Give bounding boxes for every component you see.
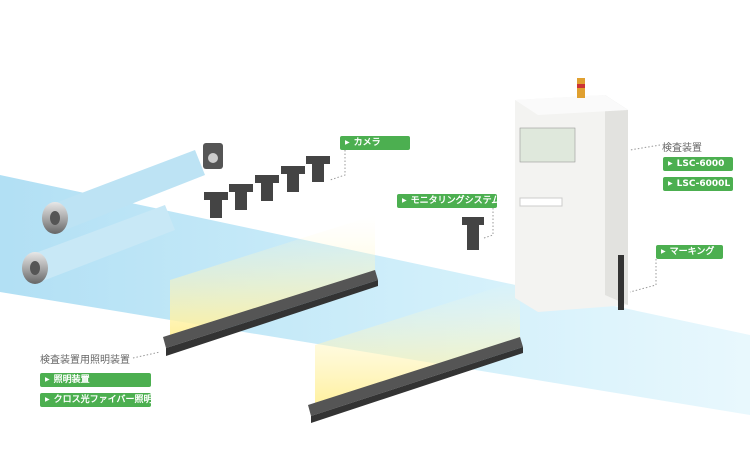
lighting-label: 照明装置 [53,375,90,385]
light-glow-1 [170,215,375,340]
lighting-group-heading: 検査装置用照明装置 [40,355,130,366]
arrow-right-icon: ▶ [45,396,50,403]
leader-lines [132,143,661,359]
camera-label: カメラ [353,138,381,148]
lsc6000-link[interactable]: ▶LSC-6000 [663,157,733,171]
lsc6000l-label: LSC-6000L [676,179,731,189]
light-bar-2 [308,337,523,416]
cross-fiber-label: クロス光ファイバー照明 [53,395,153,405]
arrow-right-icon: ▶ [45,376,50,383]
cross-fiber-link[interactable]: ▶クロス光ファイバー照明 [40,393,153,407]
light-glow-2 [315,280,520,408]
lsc6000-label: LSC-6000 [676,159,725,169]
monitoring-label: モニタリングシステム [410,196,501,206]
arrow-right-icon: ▶ [661,248,666,255]
marking-unit [618,255,624,310]
arrow-right-icon: ▶ [668,180,673,187]
camera-array [203,143,484,250]
roller-top [42,150,205,234]
monitoring-link[interactable]: ▶モニタリングシステム [397,194,500,208]
roller-bottom [22,205,175,284]
marking-label: マーキング [669,247,715,257]
arrow-right-icon: ▶ [345,139,350,146]
camera-link[interactable]: ▶カメラ [340,136,410,150]
light-bar-1 [163,270,378,348]
inspection-cabinet [515,78,628,312]
inspection-device-heading: 検査装置 [662,143,702,154]
marking-link[interactable]: ▶マーキング [656,245,723,259]
lsc6000l-link[interactable]: ▶LSC-6000L [663,177,733,191]
web-material [0,175,750,415]
lighting-link[interactable]: ▶照明装置 [40,373,151,387]
arrow-right-icon: ▶ [668,160,673,167]
arrow-right-icon: ▶ [402,197,407,204]
